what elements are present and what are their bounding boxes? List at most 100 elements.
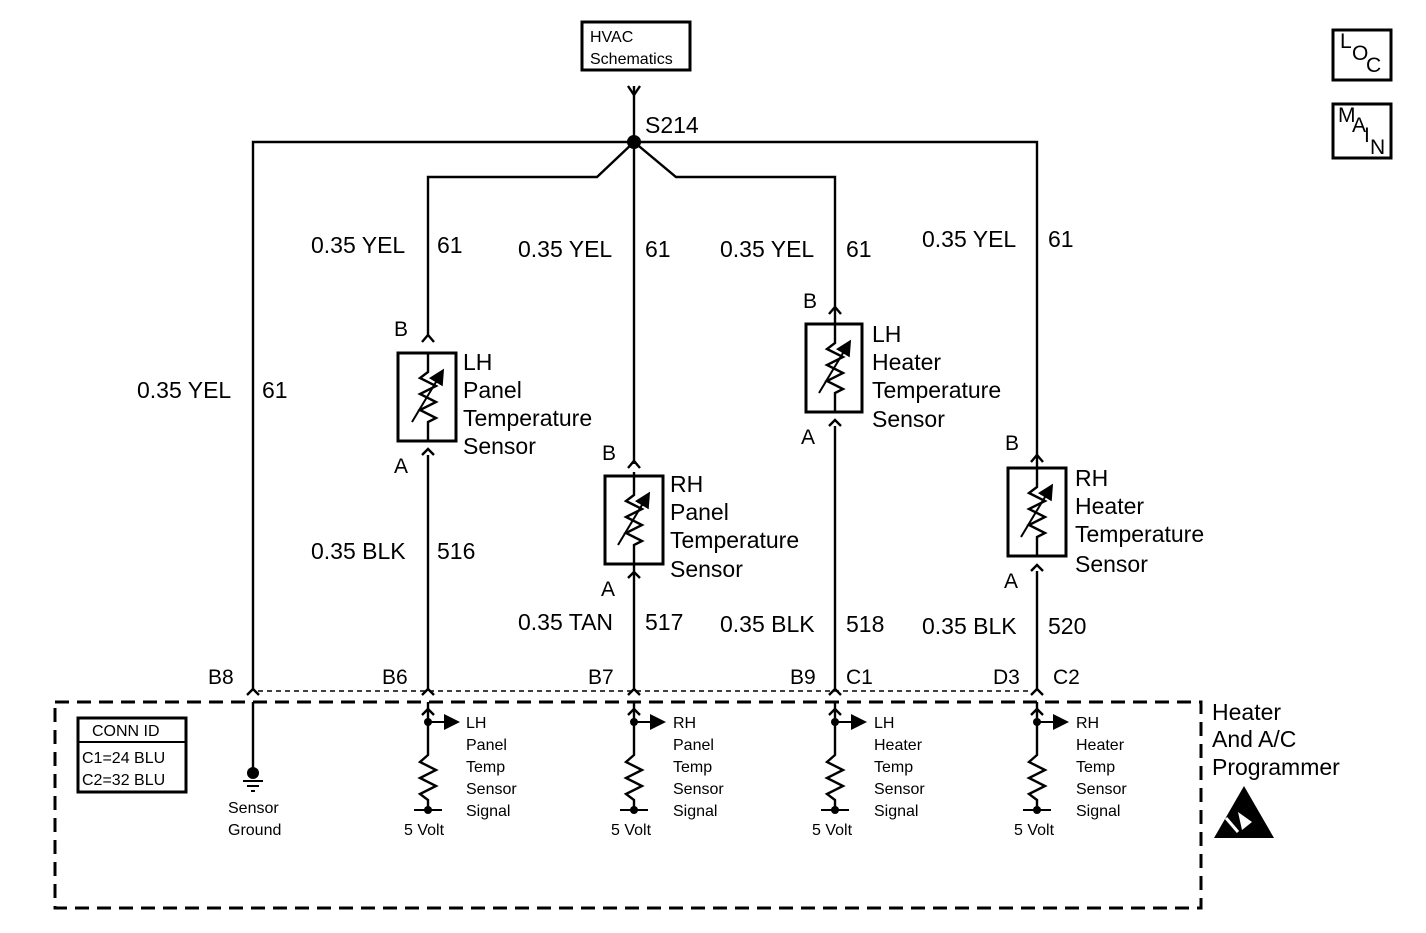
ground-icon [243, 780, 263, 792]
lh-heater-temperature-sensor[interactable]: B A LH Heater Temperature Sensor [801, 290, 1001, 449]
thermistor-icon [623, 476, 645, 564]
pin-label-a: A [801, 426, 815, 449]
main-button[interactable]: M A I N [1331, 102, 1393, 160]
wire-label-6: 0.35 BLK [311, 538, 406, 564]
connector-chevron-icon [828, 687, 842, 696]
loc-letter-l: L [1340, 30, 1352, 53]
conn-id-box: CONN ID C1=24 BLU C2=32 BLU [76, 716, 188, 794]
pin-b8: B8 [208, 666, 234, 689]
wire-label-1: 0.35 YEL [137, 377, 231, 403]
signal-label-line: Signal [466, 803, 510, 820]
lh-panel-temperature-sensor[interactable]: B A LH Panel Temperature Sensor [394, 318, 592, 478]
pin-c1: C1 [846, 666, 873, 689]
wire-circuit-3: 61 [645, 236, 671, 262]
signal-label-line: LH [466, 715, 486, 732]
connector-chevron-icon [627, 687, 641, 696]
hvac-schematics-link[interactable]: HVAC Schematics [580, 20, 692, 72]
pin-label-a: A [394, 455, 408, 478]
signal-label-line: RH [673, 715, 696, 732]
sensor-name-line: Sensor [670, 556, 743, 582]
pin-label-b: B [803, 290, 817, 313]
connector-chevron-icon [1030, 563, 1044, 572]
pin-label-a: A [1004, 570, 1018, 593]
rh-heater-temperature-sensor[interactable]: B A RH Heater Temperature Sensor [1004, 432, 1204, 593]
signal-label-line: Sensor [466, 781, 517, 798]
conn-id-c1: C1=24 BLU [82, 750, 165, 767]
pin-label-b: B [1005, 432, 1019, 455]
signal-label-line: Temp [466, 759, 505, 776]
wire-circuit-9: 520 [1048, 613, 1086, 639]
esd-warning-icon [1214, 786, 1274, 838]
rh-panel-temperature-sensor[interactable]: B A RH Panel Temperature Sensor [601, 442, 799, 601]
loc-button[interactable]: L O C [1331, 28, 1393, 82]
pin-b6: B6 [382, 666, 408, 689]
pin-c2: C2 [1053, 666, 1080, 689]
pin-label-b: B [602, 442, 616, 465]
signal-label-line: Heater [874, 737, 923, 754]
variable-arrow-icon [617, 491, 651, 546]
rh-panel-signal-circuit: 5 Volt RH Panel Temp Sensor Signal [611, 702, 724, 839]
pullup-resistor-icon [623, 702, 645, 810]
wire-circuit-4: 61 [846, 236, 872, 262]
conn-id-title: CONN ID [92, 723, 160, 740]
connector-arrow-icon [627, 85, 641, 98]
wire-circuit-7: 517 [645, 609, 683, 635]
connector-chevron-icon [627, 459, 641, 469]
signal-label-line: Temp [673, 759, 712, 776]
main-letter-i: I [1364, 124, 1370, 147]
loc-letter-o: O [1352, 42, 1368, 65]
sensor-name-line: RH [1075, 465, 1108, 491]
connector-chevron-icon [627, 570, 641, 579]
sensor-name-line: Heater [1075, 493, 1144, 519]
wire-label-5: 0.35 YEL [922, 226, 1016, 252]
ground-label-line: Sensor [228, 800, 279, 817]
module-boundary [53, 700, 1203, 910]
pullup-resistor-icon [1026, 702, 1048, 810]
main-letter-n: N [1370, 136, 1385, 159]
variable-arrow-icon [411, 368, 445, 423]
module-name-line: Programmer [1212, 754, 1340, 780]
signal-label-line: LH [874, 715, 894, 732]
signal-label-line: Sensor [673, 781, 724, 798]
sensor-name-line: RH [670, 471, 703, 497]
sensor-name-line: Panel [463, 377, 522, 403]
wire-circuit-5: 61 [1048, 226, 1074, 252]
connector-chevron-icon [828, 418, 842, 427]
pullup-resistor-icon [824, 702, 846, 810]
connector-chevron-icon [1030, 453, 1044, 463]
sensor-name-line: Temperature [670, 527, 799, 553]
conn-id-c2: C2=32 BLU [82, 772, 165, 789]
signal-label-line: Signal [1076, 803, 1120, 820]
module-name-line: And A/C [1212, 726, 1296, 752]
splice-label: S214 [645, 112, 699, 138]
wire-label-7: 0.35 TAN [518, 609, 613, 635]
connector-chevron-icon [246, 687, 260, 696]
signal-label-line: Signal [874, 803, 918, 820]
connector-chevron-icon [1030, 687, 1044, 696]
pin-label-a: A [601, 578, 615, 601]
wire-main-bus [251, 140, 1039, 690]
ground-label-line: Ground [228, 822, 281, 839]
splice-s214: S214 [627, 112, 699, 149]
hvac-box-line2: Schematics [590, 51, 673, 68]
wire-label-3: 0.35 YEL [518, 236, 612, 262]
thermistor-icon [824, 324, 846, 412]
wire-gap [626, 464, 642, 472]
signal-label-line: Signal [673, 803, 717, 820]
thermistor-icon [1026, 468, 1048, 556]
connector-chevron-icon [421, 447, 435, 456]
hvac-box-line1: HVAC [590, 29, 633, 46]
sensor-name-line: Temperature [463, 405, 592, 431]
wire-lh-panel-feed [426, 141, 635, 335]
signal-label-line: Temp [1076, 759, 1115, 776]
lh-panel-signal-circuit: 5 Volt LH Panel Temp Sensor Signal [404, 702, 517, 839]
sensor-name-line: LH [872, 321, 901, 347]
signal-label-line: Sensor [874, 781, 925, 798]
input-chevron-icon [828, 707, 842, 716]
wire-lh-heater-feed [633, 141, 837, 307]
input-chevron-icon [1030, 707, 1044, 716]
connector-chevron-icon [421, 333, 435, 343]
variable-arrow-icon [818, 339, 852, 394]
sensor-ground: Sensor Ground [228, 702, 281, 839]
volt-label: 5 Volt [812, 822, 853, 839]
